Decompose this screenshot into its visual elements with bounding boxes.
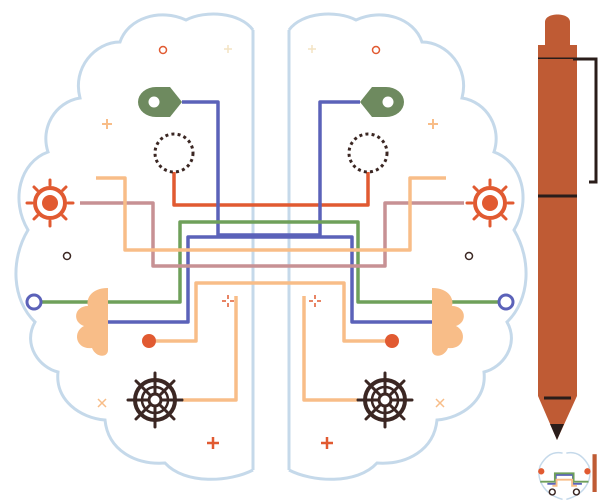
ship-wheel-icon — [356, 371, 414, 429]
dot-right — [385, 334, 399, 348]
pen-icon — [538, 14, 598, 440]
cloud-icon — [76, 288, 108, 356]
sun-gear-icon — [25, 178, 75, 228]
wire-peach-top — [96, 176, 446, 252]
sun-gear-icon — [465, 178, 515, 228]
dotted-circle-icon — [347, 132, 389, 174]
wire-peach-wheel-left — [182, 296, 238, 402]
cloud-icon — [432, 288, 464, 356]
brain-left-outline — [14, 12, 255, 481]
dotted-circle-icon — [153, 132, 195, 174]
wire-orange — [172, 172, 370, 207]
dot-left — [142, 334, 156, 348]
decorations — [62, 45, 474, 449]
wire-peach-low — [156, 281, 390, 343]
node-right — [497, 293, 515, 311]
wire-blue-loop — [108, 235, 437, 324]
map-pin-icon — [138, 87, 182, 117]
node-left — [25, 293, 43, 311]
brain-right-outline — [287, 12, 528, 481]
brain-thumbnail-icon — [538, 451, 597, 500]
wire-mauve — [80, 201, 464, 268]
map-pin-icon — [360, 87, 404, 117]
wire-green — [40, 220, 500, 304]
wire-blue-left-pin — [182, 100, 360, 237]
ship-wheel-icon — [126, 371, 184, 429]
wire-peach-wheel-right — [302, 296, 358, 402]
